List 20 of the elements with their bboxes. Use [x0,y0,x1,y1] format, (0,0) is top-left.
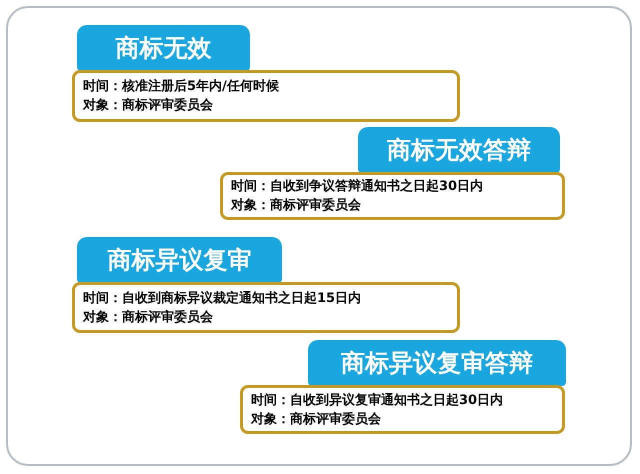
heading-text: 商标异议复审答辩 [341,351,533,375]
info-text: 时间：自收到争议答辩通知书之日起30日内 [231,178,484,196]
info-box [72,70,460,122]
info-text: 时间：自收到异议复审通知书之日起30日内 [251,392,504,410]
heading-text: 商标无效答辩 [387,138,531,162]
heading-tab [77,25,250,71]
heading-tab [358,127,560,173]
info-text: 时间：自收到商标异议裁定通知书之日起15日内 [83,290,362,308]
info-text: 对象：商标评审委员会 [251,410,382,428]
heading-text: 商标无效 [116,36,212,60]
info-box [220,172,565,220]
heading-tab [308,340,566,386]
info-box [240,385,565,434]
info-text: 对象：商标评审委员会 [83,96,214,115]
info-text: 对象：商标评审委员会 [231,196,362,215]
info-text: 时间：核准注册后5年内/任何时候 [83,78,280,96]
heading-text: 商标异议复审 [108,248,252,272]
info-box [72,282,460,333]
heading-tab [77,237,282,283]
info-text: 对象：商标评审委员会 [83,308,214,326]
